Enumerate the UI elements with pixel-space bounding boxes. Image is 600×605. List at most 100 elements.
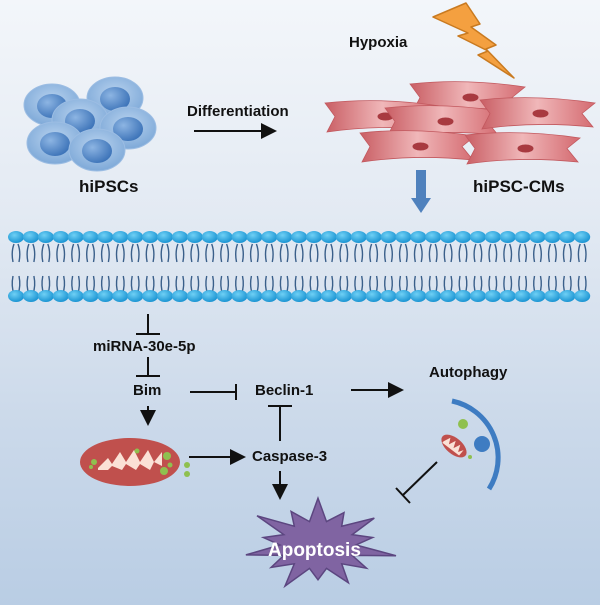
phospholipid bbox=[365, 231, 382, 302]
lipid-head bbox=[306, 290, 322, 302]
phospholipid bbox=[291, 231, 308, 302]
lipid-head bbox=[574, 290, 591, 302]
lipid-head bbox=[276, 290, 293, 302]
phospholipid bbox=[157, 231, 173, 302]
lipid-head bbox=[440, 231, 457, 243]
lipid-head bbox=[52, 290, 69, 302]
phospholipid bbox=[82, 231, 99, 302]
lipid-head bbox=[246, 290, 263, 302]
phospholipid bbox=[306, 231, 322, 302]
lipid-head bbox=[425, 290, 442, 302]
label-differentiation: Differentiation bbox=[187, 103, 289, 120]
lipid-head bbox=[395, 231, 412, 243]
lipid-head bbox=[574, 231, 591, 243]
lipid-head bbox=[365, 290, 382, 302]
lipid-head bbox=[559, 290, 576, 302]
lipid-head bbox=[97, 290, 114, 302]
lipid-head bbox=[37, 231, 54, 243]
hypoxia-lightning-icon bbox=[432, 2, 515, 79]
lipid-head bbox=[127, 231, 144, 243]
lipid-head bbox=[261, 290, 278, 302]
label-hypoxia: Hypoxia bbox=[349, 34, 408, 51]
label-caspase-3: Caspase-3 bbox=[252, 448, 328, 465]
phospholipid bbox=[425, 231, 442, 302]
lipid-head bbox=[157, 290, 173, 302]
lipid-head bbox=[142, 290, 159, 302]
lipid-head bbox=[291, 231, 308, 243]
inhibit-bim-to-beclin bbox=[190, 384, 237, 400]
phospholipid bbox=[350, 231, 367, 302]
phospholipid bbox=[112, 231, 129, 302]
apoptosis-starburst bbox=[245, 496, 397, 589]
inhibit-membrane-to-mirna bbox=[136, 314, 160, 335]
phospholipid bbox=[335, 231, 352, 302]
phospholipid bbox=[559, 231, 576, 302]
label-mirna-30e-5p: miRNA-30e-5p bbox=[93, 338, 196, 355]
lipid-head bbox=[186, 231, 203, 243]
lipid-head bbox=[544, 290, 561, 302]
lipid-head bbox=[157, 231, 173, 243]
phospholipid bbox=[186, 231, 203, 302]
label-beclin-1: Beclin-1 bbox=[255, 382, 314, 399]
lipid-head bbox=[410, 290, 427, 302]
label-hipscs: hiPSCs bbox=[79, 177, 139, 196]
lipid-head bbox=[216, 231, 233, 243]
lipid-head bbox=[97, 231, 114, 243]
lipid-head bbox=[276, 231, 293, 243]
block-arrow-down-icon bbox=[411, 170, 431, 213]
phospholipid bbox=[37, 231, 54, 302]
cardiomyocyte-nucleus bbox=[412, 142, 429, 151]
cardiomyocyte bbox=[479, 97, 596, 130]
lipid-head bbox=[171, 231, 188, 243]
phospholipid bbox=[484, 231, 501, 302]
lipid-head bbox=[499, 290, 516, 302]
lipid-head bbox=[22, 231, 39, 243]
phospholipid bbox=[469, 231, 486, 302]
lipid-head bbox=[365, 231, 382, 243]
lipid-head bbox=[395, 290, 412, 302]
inhibit-caspase-to-beclin bbox=[268, 405, 292, 441]
lipid-head bbox=[67, 290, 84, 302]
lipid-head bbox=[142, 231, 159, 243]
phospholipid bbox=[276, 231, 293, 302]
phospholipid bbox=[246, 231, 263, 302]
lipid-head bbox=[455, 231, 471, 243]
lipid-head bbox=[8, 290, 24, 302]
phospholipid bbox=[142, 231, 159, 302]
cardiomyocyte bbox=[464, 132, 581, 165]
phospholipid bbox=[574, 231, 591, 302]
lipid-head bbox=[335, 231, 352, 243]
lipid-head bbox=[469, 290, 486, 302]
phospholipid bbox=[529, 231, 546, 302]
lipid-head bbox=[112, 290, 129, 302]
lipid-bilayer-membrane bbox=[8, 231, 591, 302]
lipid-head bbox=[529, 231, 546, 243]
lipid-head bbox=[201, 231, 218, 243]
phospholipid bbox=[231, 231, 248, 302]
autophagosome-icon bbox=[441, 398, 501, 491]
lipid-head bbox=[335, 290, 352, 302]
phospholipid bbox=[22, 231, 39, 302]
lipid-head bbox=[127, 290, 144, 302]
phospholipid bbox=[97, 231, 114, 302]
label-bim: Bim bbox=[133, 382, 162, 399]
stem-cell-nucleus bbox=[100, 87, 130, 111]
stem-cell-nucleus bbox=[113, 117, 143, 141]
lipid-head bbox=[425, 231, 442, 243]
hipsc-cms-cell-cluster bbox=[324, 81, 596, 165]
lipid-head bbox=[544, 231, 561, 243]
lipid-head bbox=[8, 231, 24, 243]
lipid-head bbox=[82, 290, 99, 302]
label-apoptosis: Apoptosis bbox=[268, 540, 361, 561]
cardiomyocyte bbox=[384, 105, 501, 138]
lipid-head bbox=[320, 290, 337, 302]
hipscs-cell-cluster bbox=[23, 76, 157, 172]
phospholipid bbox=[320, 231, 337, 302]
lipid-head bbox=[52, 231, 69, 243]
lipid-head bbox=[171, 290, 188, 302]
cardiomyocyte-nucleus bbox=[517, 144, 534, 153]
lipid-head bbox=[82, 231, 99, 243]
lipid-head bbox=[514, 290, 531, 302]
cardiomyocyte-nucleus bbox=[532, 109, 549, 118]
